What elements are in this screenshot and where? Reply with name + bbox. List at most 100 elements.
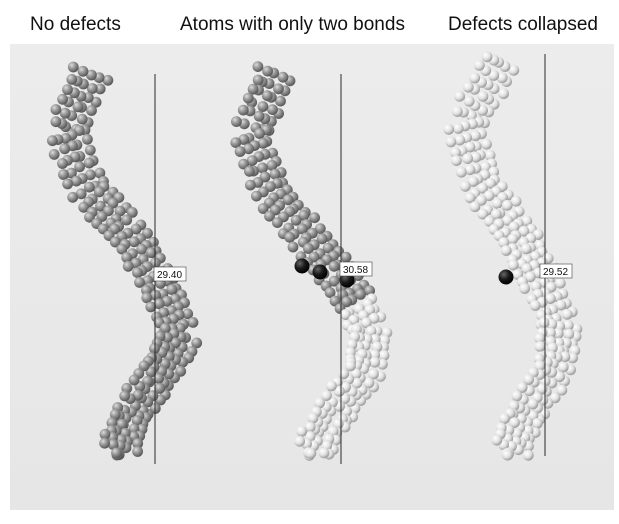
atom xyxy=(128,236,140,248)
atom xyxy=(67,61,79,73)
atom xyxy=(67,191,79,203)
atom xyxy=(500,245,512,256)
atom xyxy=(521,263,533,274)
atom xyxy=(341,296,353,308)
atom xyxy=(488,166,500,178)
atom xyxy=(305,448,316,459)
atom xyxy=(70,175,82,187)
atom xyxy=(464,141,476,153)
atom xyxy=(484,215,495,227)
atom xyxy=(499,413,510,424)
atom xyxy=(59,143,71,155)
atom xyxy=(534,360,546,372)
atom xyxy=(57,93,68,105)
atom xyxy=(257,101,269,112)
atom xyxy=(368,312,380,324)
atom xyxy=(122,260,134,272)
atom xyxy=(252,61,264,72)
atom xyxy=(508,64,520,76)
atom xyxy=(451,155,462,166)
atom xyxy=(290,214,302,226)
atom xyxy=(109,409,121,420)
atom xyxy=(253,110,265,122)
atom xyxy=(47,135,58,147)
atom xyxy=(518,225,530,237)
atom xyxy=(77,65,89,77)
atom xyxy=(459,180,471,192)
atom xyxy=(59,107,71,119)
atom xyxy=(106,417,118,429)
atom xyxy=(296,223,308,235)
atom xyxy=(521,215,533,227)
atom xyxy=(94,83,106,95)
atom xyxy=(257,162,268,174)
atom xyxy=(534,332,545,344)
atom xyxy=(351,377,363,389)
atom xyxy=(491,434,503,446)
atom xyxy=(238,158,250,170)
atom xyxy=(445,136,457,148)
atom xyxy=(450,147,461,158)
atom xyxy=(166,284,178,295)
atom xyxy=(516,382,528,393)
atom xyxy=(509,417,520,428)
atom xyxy=(496,72,508,84)
atom xyxy=(452,123,464,134)
nanotube-panel-two-bond-atoms xyxy=(230,61,393,461)
atom xyxy=(328,260,340,272)
atom xyxy=(159,322,171,334)
defect-atom xyxy=(498,269,514,285)
atom xyxy=(237,104,249,116)
atom xyxy=(266,160,278,171)
molecule-render: 29.40 30.58 29.52 xyxy=(47,51,583,464)
atom xyxy=(365,325,377,337)
atom xyxy=(363,377,375,389)
atom xyxy=(462,153,473,164)
atom xyxy=(132,446,143,457)
atom xyxy=(145,366,157,378)
atom xyxy=(322,242,334,254)
panel-title-defects-collapsed: Defects collapsed xyxy=(448,14,598,35)
atom xyxy=(563,328,575,340)
atom xyxy=(481,138,492,150)
atom xyxy=(523,374,535,385)
atom xyxy=(273,83,284,95)
atom xyxy=(145,301,157,313)
atom xyxy=(443,123,455,135)
atom xyxy=(557,361,569,373)
atom xyxy=(247,83,259,95)
atom xyxy=(272,217,283,229)
atom xyxy=(534,341,546,352)
atom xyxy=(130,223,142,235)
atom xyxy=(231,116,242,127)
atom xyxy=(378,350,390,361)
atom xyxy=(262,65,273,77)
nanotube-panel-defects-collapsed xyxy=(443,51,583,461)
atom xyxy=(340,251,352,263)
atom xyxy=(76,113,88,125)
atom xyxy=(328,275,340,287)
atom xyxy=(350,368,362,380)
atom xyxy=(480,161,491,173)
atom xyxy=(477,182,488,194)
atom xyxy=(150,289,162,301)
atom xyxy=(287,241,299,253)
atom xyxy=(145,247,157,259)
atom xyxy=(132,267,143,278)
atom xyxy=(334,385,345,397)
atom xyxy=(267,104,278,115)
atom xyxy=(491,198,503,209)
atom xyxy=(66,74,78,85)
atom xyxy=(294,435,306,447)
atom xyxy=(340,309,351,320)
atom xyxy=(57,158,68,169)
atom xyxy=(257,137,269,149)
atom xyxy=(355,289,366,300)
atom xyxy=(50,104,62,115)
atom xyxy=(470,130,481,142)
atom xyxy=(345,360,356,372)
atom xyxy=(85,169,96,181)
atom xyxy=(83,181,95,193)
atom xyxy=(529,250,541,262)
